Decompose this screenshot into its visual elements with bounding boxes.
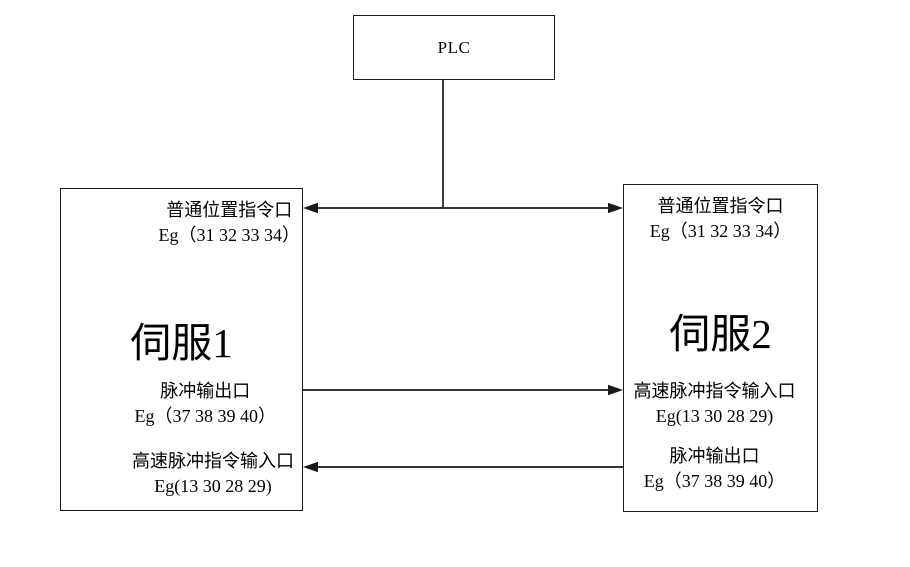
port-pins: Eg（37 38 39 40） [643, 471, 786, 491]
port-label: 脉冲输出口 [669, 446, 760, 466]
servo1-title: 伺服1 [130, 320, 233, 366]
port-label: 高速脉冲指令输入口 [132, 451, 294, 471]
port-label: 高速脉冲指令输入口 [633, 381, 796, 401]
servo1-box: 普通位置指令口 Eg（31 32 33 34） 伺服1 脉冲输出口 Eg（37 … [60, 188, 303, 511]
servo2-title: 伺服2 [669, 311, 772, 357]
port-pins: Eg（31 32 33 34） [158, 225, 301, 245]
port-pins: Eg（31 32 33 34） [649, 221, 792, 241]
plc-label: PLC [437, 37, 471, 57]
servo2-port-pulse-output: 脉冲输出口 Eg（37 38 39 40） [618, 444, 811, 494]
port-label: 普通位置指令口 [657, 196, 784, 216]
servo2-port-highspeed-pulse-input: 高速脉冲指令输入口 Eg(13 30 28 29) [618, 379, 811, 429]
plc-bidirectional-arrow [303, 202, 623, 214]
servo1-port-pulse-output: 脉冲输出口 Eg（37 38 39 40） [135, 379, 277, 429]
servo2-box: 普通位置指令口 Eg（31 32 33 34） 伺服2 高速脉冲指令输入口 Eg… [623, 184, 818, 512]
servo2-port-normal-position-command: 普通位置指令口 Eg（31 32 33 34） [624, 194, 817, 244]
servo2-to-servo1-arrow [303, 461, 623, 473]
servo1-port-normal-position-command: 普通位置指令口 Eg（31 32 33 34） [159, 198, 301, 248]
servo1-port-highspeed-pulse-input: 高速脉冲指令输入口 Eg(13 30 28 29) [132, 449, 294, 499]
plc-box: PLC [353, 15, 555, 80]
port-pins: Eg(13 30 28 29) [154, 476, 272, 496]
servo1-to-servo2-arrow [303, 384, 623, 396]
port-pins: Eg（37 38 39 40） [134, 406, 277, 426]
port-label: 普通位置指令口 [166, 200, 293, 220]
port-label: 脉冲输出口 [160, 381, 251, 401]
port-pins: Eg(13 30 28 29) [655, 406, 774, 426]
